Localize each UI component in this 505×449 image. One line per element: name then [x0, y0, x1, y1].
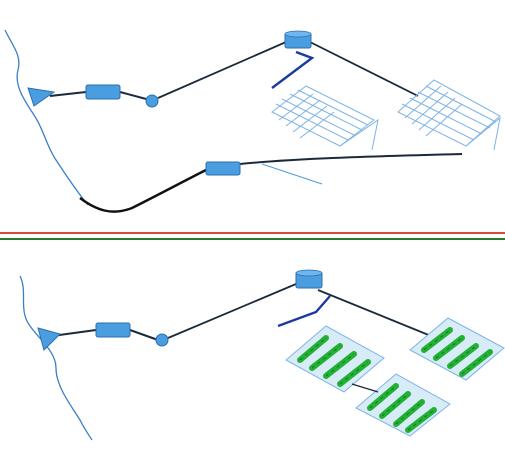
pipe-valve-reservoir-top	[157, 41, 287, 99]
river-bottom	[19, 275, 93, 441]
pipe-reservoir-east-top	[309, 41, 419, 97]
pipe-pump-valve-top	[119, 91, 151, 101]
field-grid-1	[271, 85, 379, 151]
crop-field-2	[409, 317, 505, 381]
pipe-valve-reservoir-bottom	[167, 283, 297, 339]
panel-divider	[0, 232, 505, 240]
reservoir-cap-bottom	[295, 269, 323, 277]
reservoir-cap-top	[284, 30, 312, 38]
top-panel	[4, 29, 501, 213]
intake-icon-top	[27, 87, 56, 107]
blue-pipe-bottom	[277, 295, 331, 328]
intake-icon-bottom	[37, 327, 61, 351]
drain-branch-top	[261, 163, 323, 185]
pipe-reservoir-east-bottom	[317, 289, 437, 339]
valve-icon-bottom	[155, 333, 169, 347]
field-grid-2	[397, 79, 501, 151]
drain-pipe-top	[79, 168, 207, 213]
pipe-intake-pump-top	[49, 91, 87, 97]
pipe-pump-valve-bottom	[129, 329, 159, 341]
crop-field-1	[285, 325, 385, 393]
crop-field-3	[355, 373, 451, 437]
drain-pipe-east-top	[239, 153, 463, 165]
river-top	[4, 29, 89, 206]
pump-icon-top	[85, 84, 121, 100]
pipe-field1-field3	[351, 383, 379, 393]
blue-pipe-top	[271, 50, 315, 89]
pump-icon-bottom	[95, 322, 131, 338]
drain-pump-icon-top	[205, 161, 241, 176]
valve-icon-top	[145, 94, 159, 108]
bottom-panel	[19, 269, 505, 441]
